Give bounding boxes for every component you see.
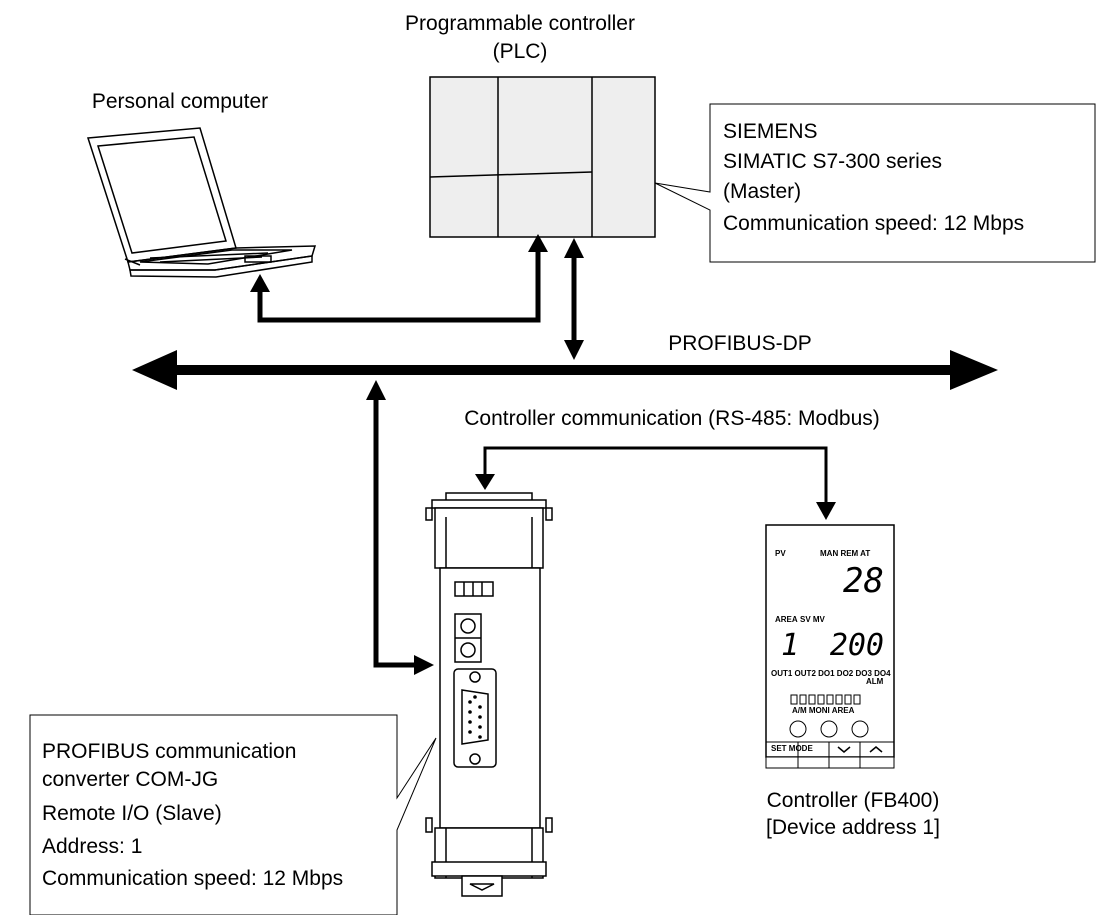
converter-callout-line4: Address: 1 (42, 835, 142, 858)
area-key-button[interactable] (851, 720, 869, 738)
controller-status-labels: MAN REM AT (820, 549, 870, 558)
controller-area-value: 1 (781, 628, 799, 663)
plc-body (429, 76, 656, 238)
moni-key-button[interactable] (820, 720, 838, 738)
controller-alm-label: ALM (866, 677, 884, 686)
plc-unit: Programmable controller (PLC) (405, 12, 656, 238)
am-key-button[interactable] (789, 720, 807, 738)
laptop-icon (86, 127, 317, 278)
bus-label: PROFIBUS-DP (668, 332, 812, 355)
plc-callout-line1: SIEMENS (723, 120, 818, 143)
plc-bus-link (564, 238, 584, 360)
controller-fb400: PV MAN REM AT 28 AREA SV MV 1 200 OUT1 O… (765, 524, 940, 839)
plc-callout-line2: SIMATIC S7-300 series (723, 150, 942, 173)
controller-key-labels: A/M MONI AREA (792, 706, 855, 715)
bus-converter-link (366, 380, 434, 675)
controller-pv-value: 28 (843, 561, 884, 601)
plc-callout-line3: (Master) (723, 180, 801, 203)
controller-led-row (790, 694, 861, 705)
controller-body (765, 524, 895, 758)
plc-title-line2: (PLC) (493, 40, 548, 63)
converter-callout-line3: Remote I/O (Slave) (42, 802, 222, 825)
converter-callout-line2: converter COM-JG (42, 768, 218, 791)
converter-com-jg (425, 492, 553, 897)
controller-sv-mv-label: SV MV (800, 615, 826, 624)
pc-title: Personal computer (92, 90, 268, 113)
plc-title-line1: Programmable controller (405, 12, 635, 35)
plc-callout: SIEMENS SIMATIC S7-300 series (Master) C… (654, 103, 1096, 263)
plc-callout-line4: Communication speed: 12 Mbps (723, 212, 1024, 235)
controller-area-label: AREA (775, 615, 798, 624)
pc-plc-link (250, 234, 548, 323)
profibus-dp-bus: PROFIBUS-DP (132, 332, 998, 390)
controller-comm-link: Controller communication (RS-485: Modbus… (464, 407, 880, 520)
converter-callout: PROFIBUS communication converter COM-JG … (29, 714, 437, 915)
controller-caption-line1: Controller (FB400) (767, 789, 940, 812)
link-label: Controller communication (RS-485: Modbus… (464, 407, 880, 430)
controller-bottom-keys: SET MODE (771, 744, 813, 753)
down-key-icon[interactable] (837, 746, 851, 753)
converter-callout-line5: Communication speed: 12 Mbps (42, 867, 343, 890)
controller-caption-line2: [Device address 1] (766, 816, 940, 839)
personal-computer: Personal computer (86, 90, 317, 278)
up-key-icon[interactable] (869, 746, 883, 753)
controller-out-labels: OUT1 OUT2 DO1 DO2 DO3 DO4 (771, 669, 891, 678)
controller-pv-label: PV (775, 549, 786, 558)
converter-callout-line1: PROFIBUS communication (42, 740, 296, 763)
controller-sv-value: 200 (830, 628, 884, 663)
